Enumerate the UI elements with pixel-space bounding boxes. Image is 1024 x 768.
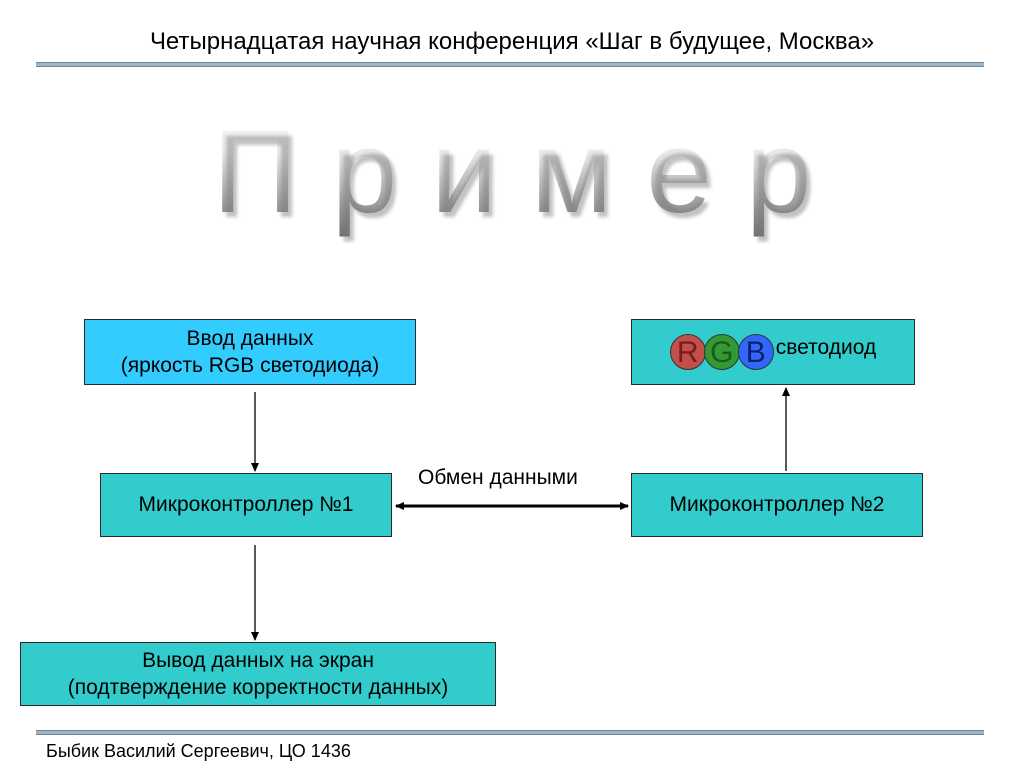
rgb-led-box: R G B светодиод [631,319,915,385]
mc2-label: Микроконтроллер №2 [669,493,885,517]
microcontroller-2-box: Микроконтроллер №2 [631,473,923,537]
input-box-line2: (яркость RGB светодиода) [120,354,380,377]
output-box-line2: (подтверждение корректности данных) [67,676,449,699]
green-circle-icon: G [703,334,740,370]
output-data-box: Вывод данных на экран (подтверждение кор… [20,642,496,706]
data-exchange-label: Обмен данными [418,466,578,489]
footer-divider [36,730,984,735]
blue-circle-icon: B [737,334,774,370]
conference-title: Четырнадцатая научная конференция «Шаг в… [149,28,875,55]
red-circle-icon: R [669,334,706,370]
input-box-line1: Ввод данных [186,326,314,350]
header-divider [36,62,984,67]
microcontroller-1-box: Микроконтроллер №1 [100,473,392,537]
led-label: светодиод [775,336,877,360]
slide-title: Пример [0,107,1024,238]
input-data-box: Ввод данных (яркость RGB светодиода) [84,319,416,385]
mc1-label: Микроконтроллер №1 [138,493,354,517]
author-footer: Быбик Василий Сергеевич, ЦО 1436 [46,741,351,761]
output-box-line1: Вывод данных на экран [142,648,374,672]
